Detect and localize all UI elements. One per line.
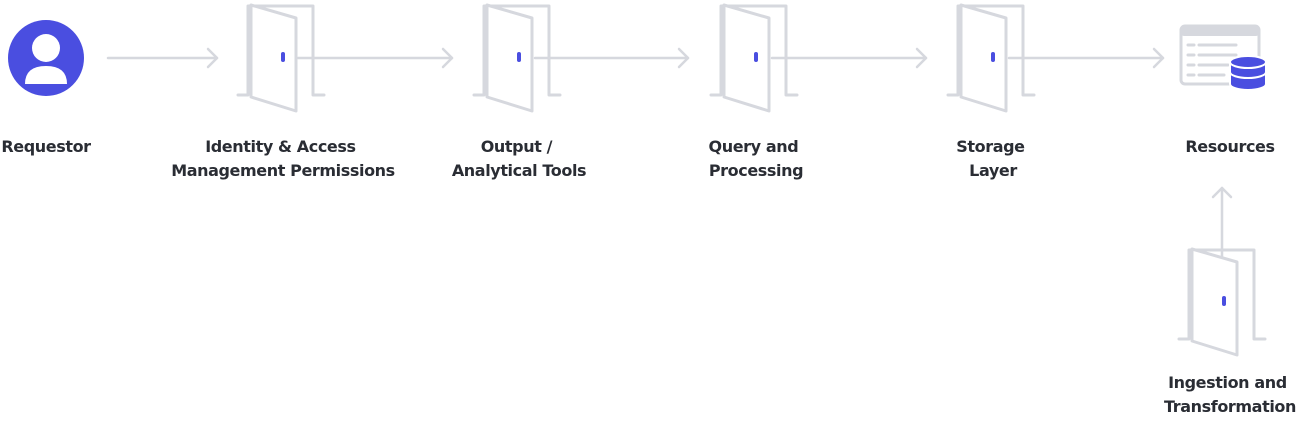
edge-storage-to-resources [1007,47,1165,69]
label-line: Output / [481,137,553,156]
node-output: Output / Analytical Tools [452,3,587,180]
label-line: Requestor [1,137,91,156]
label-line: Storage [956,137,1025,156]
database-icon [1179,24,1267,91]
label-line: Analytical Tools [452,161,586,180]
node-query: Query and Processing [709,3,804,180]
label-line: Transformation [1164,397,1296,416]
node-label: Requestor [1,137,91,156]
edge-ingestion-to-resources [1211,186,1233,260]
label-line: Processing [709,161,803,180]
label-line: Layer [969,161,1017,180]
edge-output-to-query [533,47,690,69]
label-line: Identity & Access [205,137,355,156]
door-icon [946,3,1036,113]
label-line: Management Permissions [171,161,395,180]
door-icon [1177,247,1267,357]
node-iam: Identity & Access Management Permissions [171,3,395,180]
label-line: Ingestion and [1168,373,1287,392]
user-icon [8,20,84,96]
node-label: Identity & Access Management Permissions [171,137,395,180]
node-label: Ingestion and Transformation [1164,373,1296,416]
node-label: Resources [1185,137,1274,156]
node-ingestion: Ingestion and Transformation [1164,247,1296,416]
node-label: Query and Processing [709,137,804,180]
door-icon [236,3,326,113]
edge-iam-to-output [296,47,454,69]
label-line: Resources [1185,137,1274,156]
edge-requestor-to-iam [106,47,219,69]
door-icon [709,3,799,113]
node-storage: Storage Layer [946,3,1036,180]
edge-query-to-storage [770,47,928,69]
node-resources: Resources [1179,24,1275,156]
door-icon [472,3,562,113]
node-requestor: Requestor [1,20,92,156]
node-label: Output / Analytical Tools [452,137,586,180]
label-line: Query and [709,137,799,156]
node-label: Storage Layer [956,137,1030,180]
